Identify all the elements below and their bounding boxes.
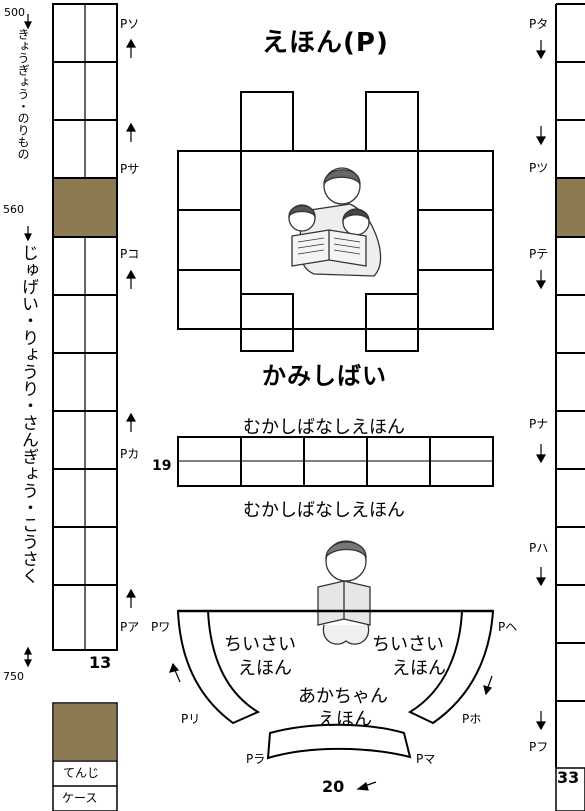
down-arrow-icon: [24, 226, 32, 242]
range-start-560: 560: [3, 203, 24, 216]
tenji-case-shaded-block: [54, 704, 116, 760]
label-p-a: Pア: [120, 620, 140, 634]
down-arrow-icon: [535, 444, 547, 464]
up-arrow-icon: [125, 122, 137, 142]
shelf-number-20: 20: [322, 777, 345, 796]
right-shelf-base: [555, 767, 585, 811]
up-arrow-icon: [169, 662, 181, 683]
label-p-na: Pナ: [529, 417, 549, 431]
range-end-750: 750: [3, 670, 24, 683]
tenji-case: [52, 702, 118, 811]
up-arrow-icon: [125, 38, 137, 58]
label-p-wa: Pワ: [151, 620, 171, 634]
label-p-ko: Pコ: [120, 247, 140, 261]
chiisai-left-line1: ちいさい: [224, 634, 296, 655]
left-shelf-shaded-block: [54, 179, 116, 236]
label-p-ho: Pホ: [462, 712, 482, 726]
mother-reading-illustration: [288, 167, 382, 277]
label-p-sa: Pサ: [120, 162, 140, 176]
label-p-so: Pソ: [120, 17, 140, 31]
left-arrow-icon: [356, 781, 377, 791]
page-title: えほん(P): [262, 28, 389, 58]
mukashi-bottom-label: むかしばなしえほん: [243, 500, 405, 521]
label-p-ka: Pカ: [120, 447, 140, 461]
bottom-arc-shelf: [266, 723, 412, 760]
shelf-number-19: 19: [152, 458, 172, 474]
arrows: [24, 14, 547, 791]
subject-kougyou-norimono: きょうぎょう・のりもの: [16, 28, 30, 160]
up-arrow-icon: [125, 412, 137, 432]
range-start-500: 500: [4, 6, 25, 19]
down-arrow-icon: [535, 711, 547, 731]
left-shelf: [52, 3, 118, 651]
up-arrow-icon: [24, 646, 32, 664]
down-arrow-icon: [535, 270, 547, 290]
mukashi-top-label: むかしばなしえほん: [243, 417, 405, 438]
down-arrow-icon: [535, 126, 547, 146]
chiisai-right-line1: ちいさい: [372, 634, 444, 655]
right-shelf-shaded-block: [557, 179, 585, 236]
child-reading-illustration: [317, 540, 371, 645]
left-arc-shelf: [176, 610, 261, 725]
akachan-line2: えほん: [318, 709, 372, 730]
akachan-line1: あかちゃん: [298, 686, 388, 707]
label-p-ha: Pハ: [529, 541, 549, 555]
kamishibai-label: かみしばい: [262, 362, 387, 390]
label-p-he: Pヘ: [498, 620, 518, 634]
shelf-number-33: 33: [557, 768, 580, 787]
label-p-te: Pテ: [529, 247, 549, 261]
right-shelf: [555, 3, 585, 768]
label-p-tsu: Pツ: [529, 161, 549, 175]
kamishibai-shelf: [177, 436, 494, 487]
label-p-fu: Pフ: [529, 740, 549, 754]
right-arc-shelf: [407, 610, 495, 725]
down-arrow-icon: [535, 567, 547, 587]
chiisai-left-line2: えほん: [238, 658, 292, 679]
tenji-line1: てんじ: [63, 766, 100, 780]
subject-geinou-ryouri-sangyou-kousaku: じゅげい・りょうり・さんぎょう・こうさく: [18, 244, 38, 584]
up-arrow-icon: [125, 588, 137, 608]
label-p-ta: Pタ: [529, 17, 549, 31]
label-p-ri: Pリ: [181, 712, 201, 726]
label-p-ma: Pマ: [416, 752, 436, 766]
down-arrow-icon: [24, 14, 32, 30]
up-arrow-icon: [125, 269, 137, 289]
down-arrow-icon: [483, 675, 493, 696]
shelf-number-13: 13: [89, 653, 112, 672]
label-p-ra: Pラ: [246, 752, 266, 766]
tenji-line2: ケース: [62, 791, 98, 805]
chiisai-right-line2: えほん: [392, 658, 446, 679]
down-arrow-icon: [535, 40, 547, 60]
